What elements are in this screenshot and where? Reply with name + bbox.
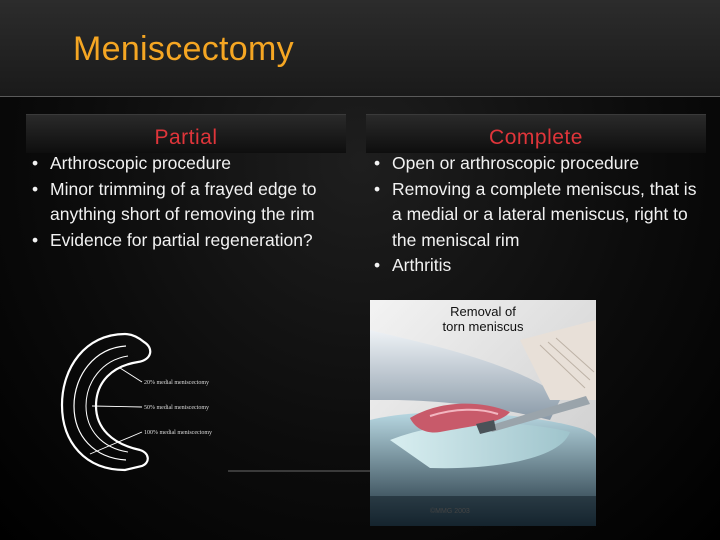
bullet-item: Evidence for partial regeneration? <box>28 228 348 254</box>
bullet-item: Open or arthroscopic procedure <box>370 151 710 177</box>
meniscus-inner-outline <box>73 345 127 461</box>
title-divider <box>0 96 720 97</box>
pointer-line <box>89 431 143 455</box>
bullet-item: Removing a complete meniscus, that is a … <box>370 177 710 254</box>
slide-title: Meniscectomy <box>73 30 294 68</box>
bullet-item: Arthritis <box>370 253 710 279</box>
diagram-label: 100% medial meniscectomy <box>144 430 212 436</box>
illustration-credit: ©MMG 2003 <box>430 508 470 515</box>
bullet-item: Minor trimming of a frayed edge to anyth… <box>28 177 348 228</box>
meniscus-outer-outline <box>60 332 152 472</box>
title-band <box>0 0 720 96</box>
complete-heading: Complete <box>366 114 706 153</box>
torn-meniscus-illustration: Removal of torn meniscus ©MMG 2003 <box>370 300 596 526</box>
bullet-item: Arthroscopic procedure <box>28 151 348 177</box>
partial-bullet-list: Arthroscopic procedure Minor trimming of… <box>28 151 348 253</box>
arthroscopic-instrument <box>488 396 590 432</box>
cartilage-plateau <box>390 422 570 469</box>
complete-bullet-list: Open or arthroscopic procedure Removing … <box>370 151 710 279</box>
pointer-line <box>91 405 143 408</box>
partial-heading: Partial <box>26 114 346 153</box>
diagram-label: 20% medial meniscectomy <box>144 380 209 386</box>
pointer-line <box>119 367 143 383</box>
meniscus-middle-outline <box>85 355 129 453</box>
diagram-label: 50% medial meniscectomy <box>144 405 209 411</box>
diagram-base-strip <box>228 470 370 472</box>
illustration-caption: Removal of torn meniscus <box>442 304 524 334</box>
meniscectomy-diagram: 20% medial meniscectomy 50% medial menis… <box>60 332 212 472</box>
femur-shape <box>370 330 560 420</box>
